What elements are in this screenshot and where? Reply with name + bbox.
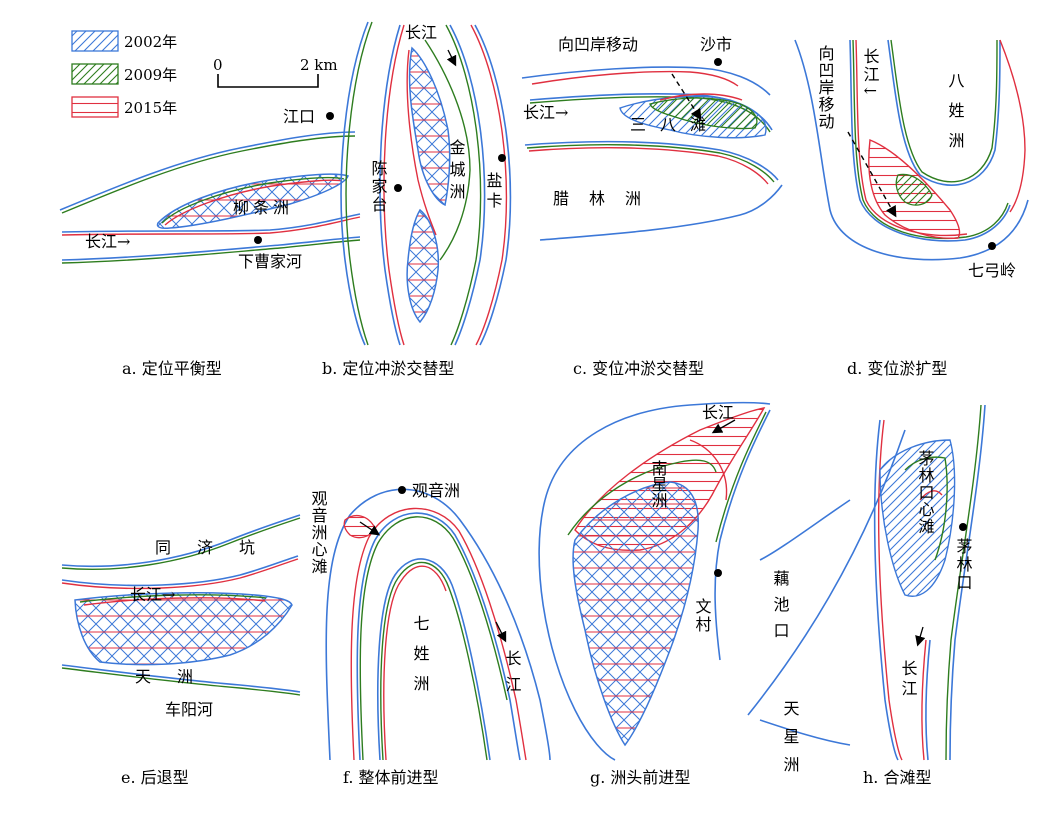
liutiaozhou-bar — [156, 173, 349, 229]
label-ouchikou: 藕池口 — [771, 570, 790, 648]
label-xintan: 观音洲心滩 — [309, 490, 328, 575]
label-changjiang-c: 长江→ — [523, 103, 568, 122]
caption-c: c. 变位冲淤交替型 — [573, 359, 704, 378]
label-yanka: 盐卡 — [484, 172, 503, 212]
panel-c-map: 向凹岸移动 沙市 长江→ 三八滩 腊林洲 — [521, 35, 783, 241]
label-move-c: 向凹岸移动 — [558, 35, 638, 54]
label-changjiang-d: 长江↓ — [861, 48, 880, 99]
label-changjiang-b: 长江 — [405, 23, 437, 42]
label-nanxingzhou: 南星洲 — [649, 460, 668, 508]
caption-e: e. 后退型 — [121, 768, 189, 787]
legend-label-2015: 2015年 — [124, 99, 177, 117]
baxingzhou-bar-2009 — [895, 173, 933, 206]
label-changjiang-e: 长江→ — [130, 585, 175, 604]
label-changjiang-f: 长江 — [503, 650, 522, 702]
label-maolinkou-xintan: 茅林口心滩 — [916, 450, 935, 535]
panel-f-map: 观音洲 观音洲心滩 七姓洲 长江 — [309, 481, 551, 761]
label-tianxingzhou: 天星洲 — [781, 700, 800, 784]
label-move-d: 向凹岸移动 — [816, 45, 835, 130]
label-maolinkou: 茅林口 — [954, 538, 973, 592]
sanbatan-bar-2009 — [649, 97, 758, 130]
label-changjiang-a: 长江→ — [85, 232, 130, 251]
label-guanyinzhou: 观音洲 — [412, 481, 460, 500]
label-qixingzhou: 七姓洲 — [411, 615, 430, 705]
label-tongjikeng: 同济坑 — [155, 538, 281, 557]
label-qigongling: 七弓岭 — [968, 261, 1016, 280]
jinchengzhou-bar — [408, 46, 451, 207]
label-tianzhou: 天洲 — [135, 667, 219, 686]
legend-swatch-2009 — [71, 63, 119, 85]
caption-a: a. 定位平衡型 — [122, 359, 222, 378]
label-lalinzhou: 腊林洲 — [553, 189, 661, 208]
scale-start-label: 0 — [213, 56, 223, 74]
nanxingzhou-bar — [572, 481, 699, 747]
legend-label-2009: 2009年 — [124, 66, 177, 84]
label-wencun: 文村 — [693, 598, 712, 634]
caption-b: b. 定位冲淤交替型 — [322, 359, 454, 378]
legend-swatch-2002 — [71, 30, 119, 52]
caption-f: f. 整体前进型 — [343, 768, 439, 787]
label-changjiang-g: 长江 — [702, 403, 734, 422]
label-cheyanghe: 车阳河 — [165, 700, 213, 719]
panel-g-map: 长江 南星洲 文村 — [538, 401, 771, 761]
label-shashi: 沙市 — [700, 35, 732, 54]
label-jinchengzhou: 金城洲 — [447, 139, 466, 205]
label-chenjiatai: 陈家台 — [369, 160, 388, 214]
legend: 2002年 2009年 2015年 — [71, 30, 177, 118]
label-liutiaozhou: 柳条洲 — [233, 198, 293, 217]
scale-end-label: 2 km — [300, 56, 338, 74]
panel-h-map: 茅林口心滩 茅林口 藕池口 长江 天星洲 — [747, 404, 986, 784]
guanyinzhou-xintan-bar — [343, 514, 376, 539]
caption-g: g. 洲头前进型 — [590, 768, 690, 787]
label-xiacaojiahe: 下曹家河 — [238, 252, 302, 271]
label-baxingzhou: 八姓洲 — [946, 72, 965, 162]
legend-swatch-2015 — [71, 96, 119, 118]
panel-a-map: 江口 柳条洲 长江→ 下曹家河 — [59, 107, 361, 271]
jinchengzhou-lower-bar — [406, 208, 440, 324]
panel-e-map: 同济坑 长江→ 天洲 车阳河 — [61, 514, 301, 719]
label-changjiang-h: 长江 — [899, 660, 918, 700]
panel-d-map: 长江↓ 向凹岸移动 八姓洲 七弓岭 — [794, 39, 1029, 280]
label-jiangkou: 江口 — [283, 107, 315, 126]
caption-h: h. 合滩型 — [863, 768, 931, 787]
legend-label-2002: 2002年 — [124, 33, 177, 51]
tianzhou-bar — [74, 592, 293, 666]
caption-d: d. 变位淤扩型 — [847, 359, 947, 378]
label-sanbatan: 三八滩 — [630, 115, 720, 134]
panel-b-map: 长江 金城洲 陈家台 盐卡 — [340, 21, 512, 346]
scale-bar: 0 2 km — [213, 56, 338, 88]
